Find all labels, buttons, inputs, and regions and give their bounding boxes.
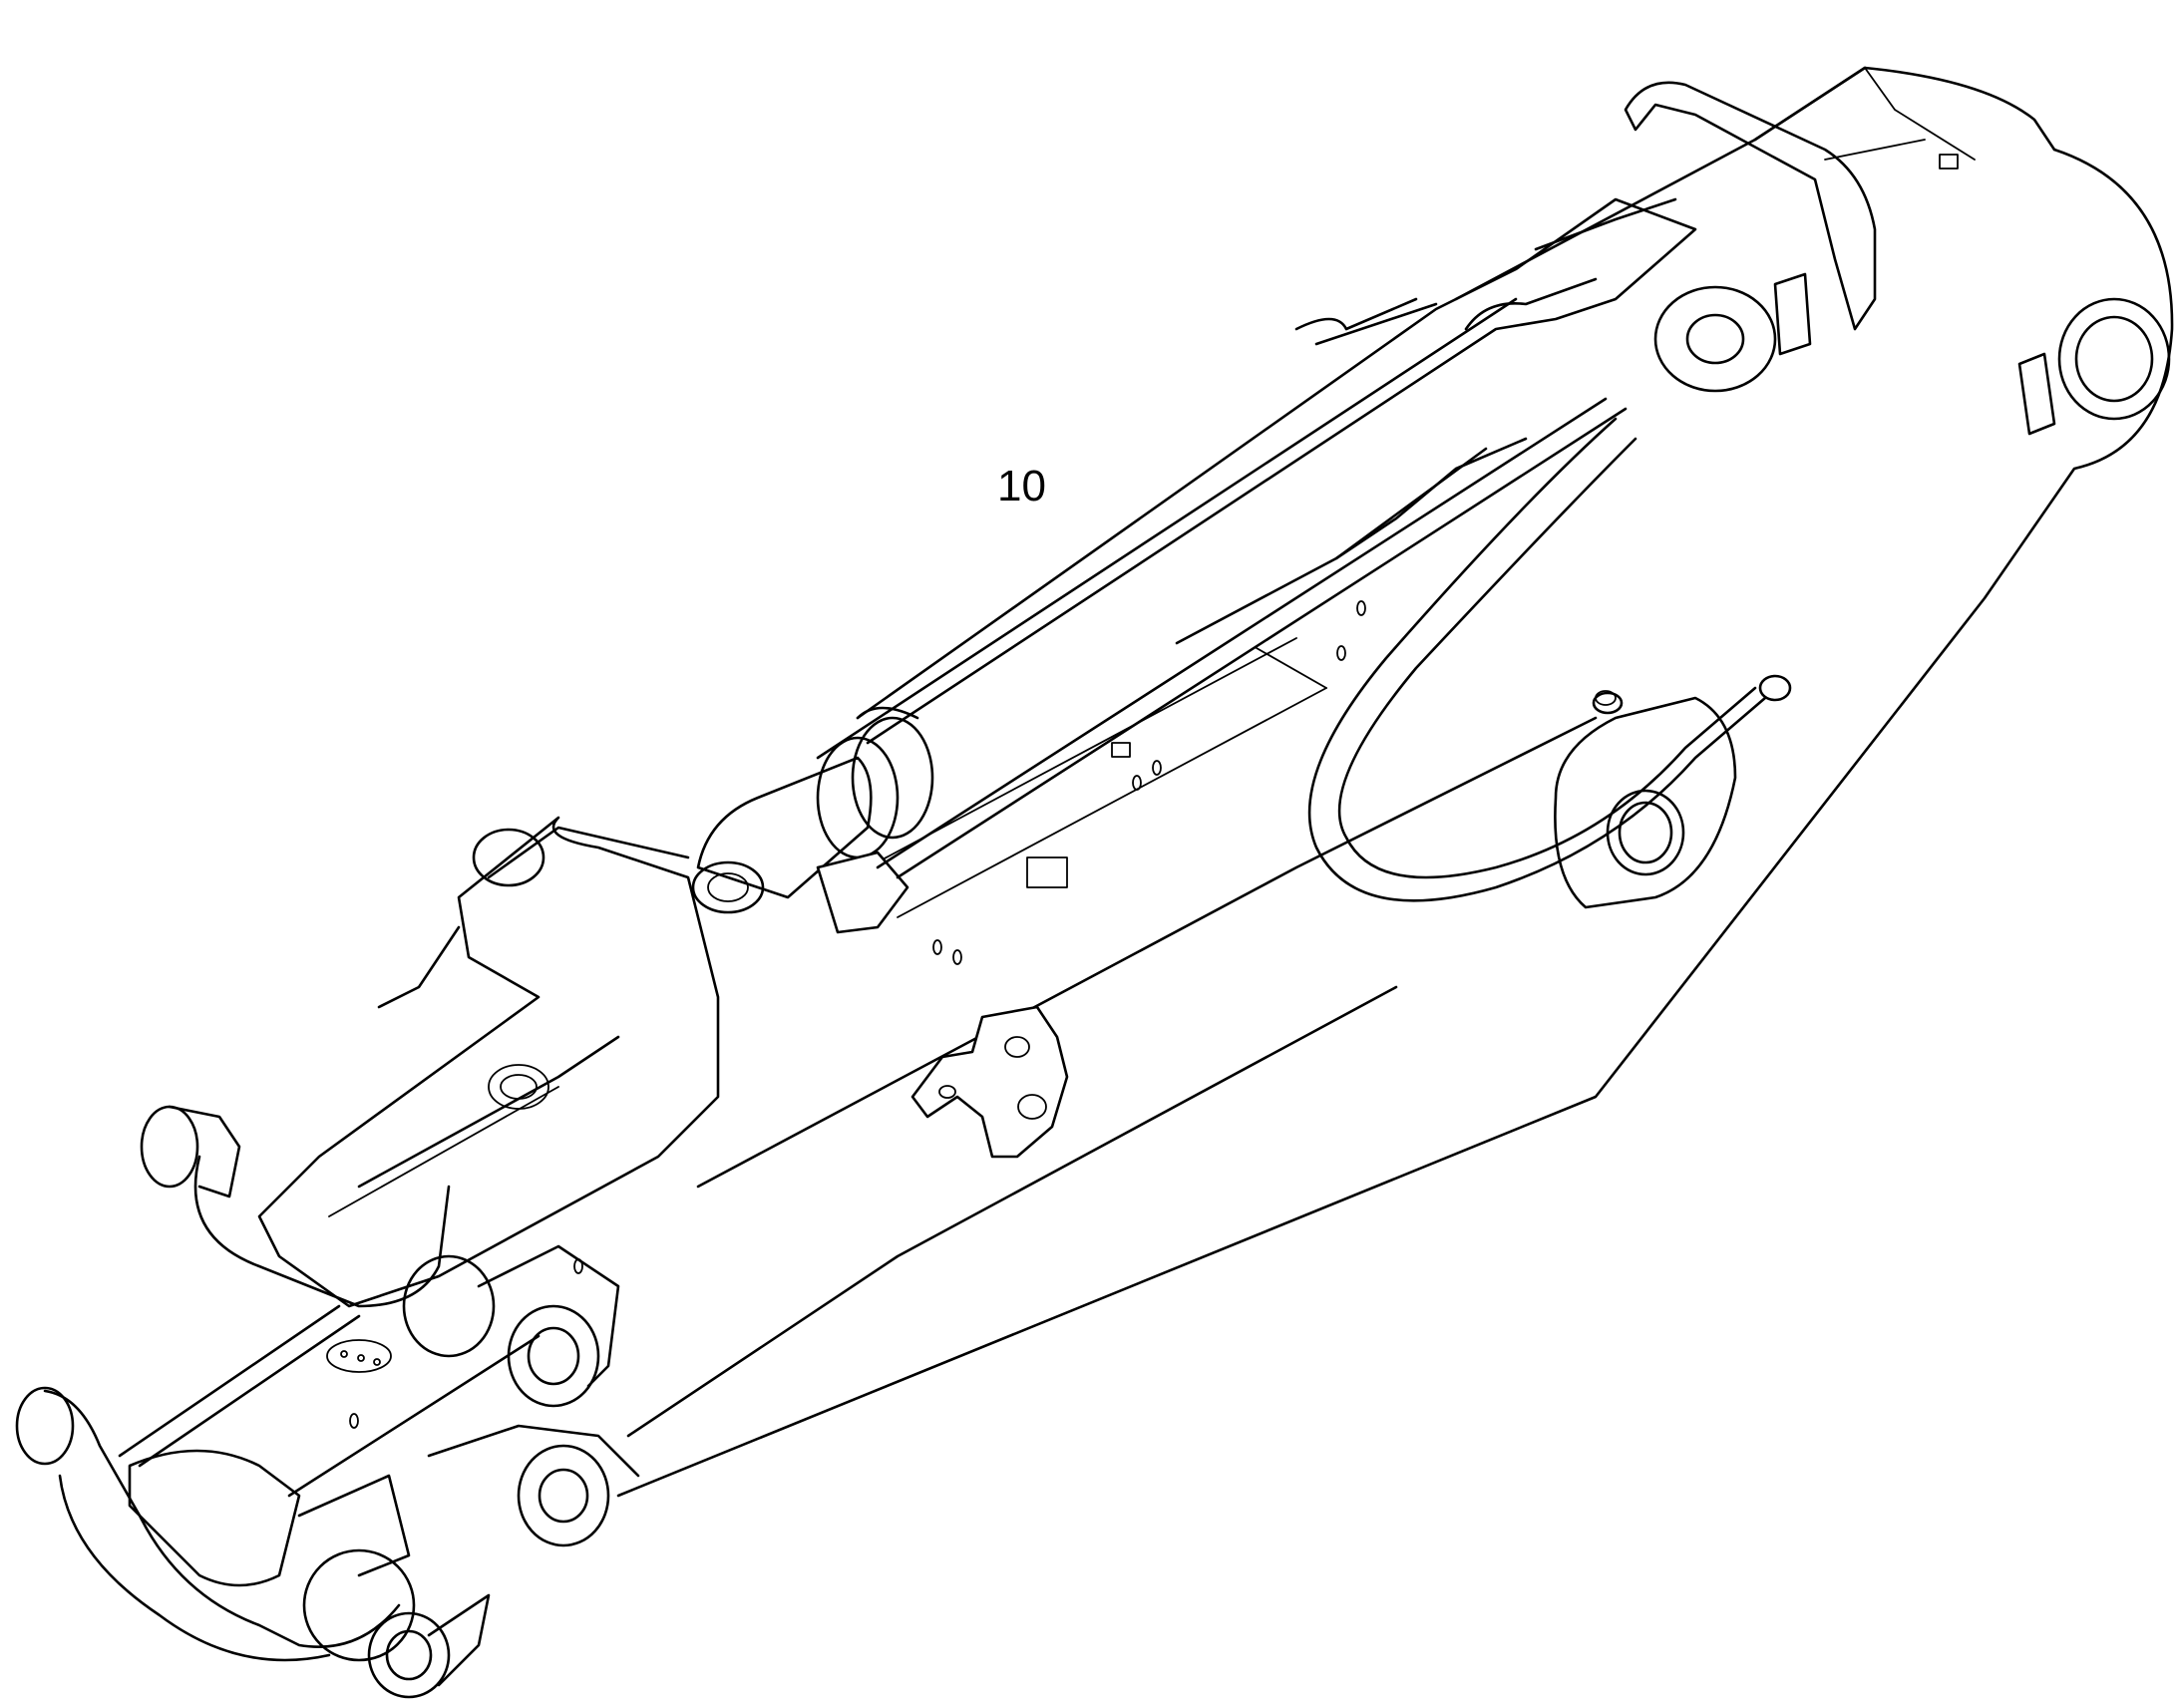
linkage-frame xyxy=(257,816,720,1308)
mounting-bracket xyxy=(910,1005,1069,1159)
small-fittings xyxy=(349,154,1959,1429)
boom-foot-pivot xyxy=(1554,691,1737,909)
part-callout-label: 10 xyxy=(997,462,1046,511)
boom-tip-pivot xyxy=(1653,272,2171,436)
hydraulic-hoses xyxy=(876,297,1792,902)
boom-lower-end xyxy=(15,1304,541,1699)
top-guard-bar xyxy=(1624,81,1877,331)
lower-pivot-pins xyxy=(140,1105,640,1547)
hydraulic-cylinder xyxy=(691,197,1697,934)
boom-body xyxy=(616,66,2174,1498)
